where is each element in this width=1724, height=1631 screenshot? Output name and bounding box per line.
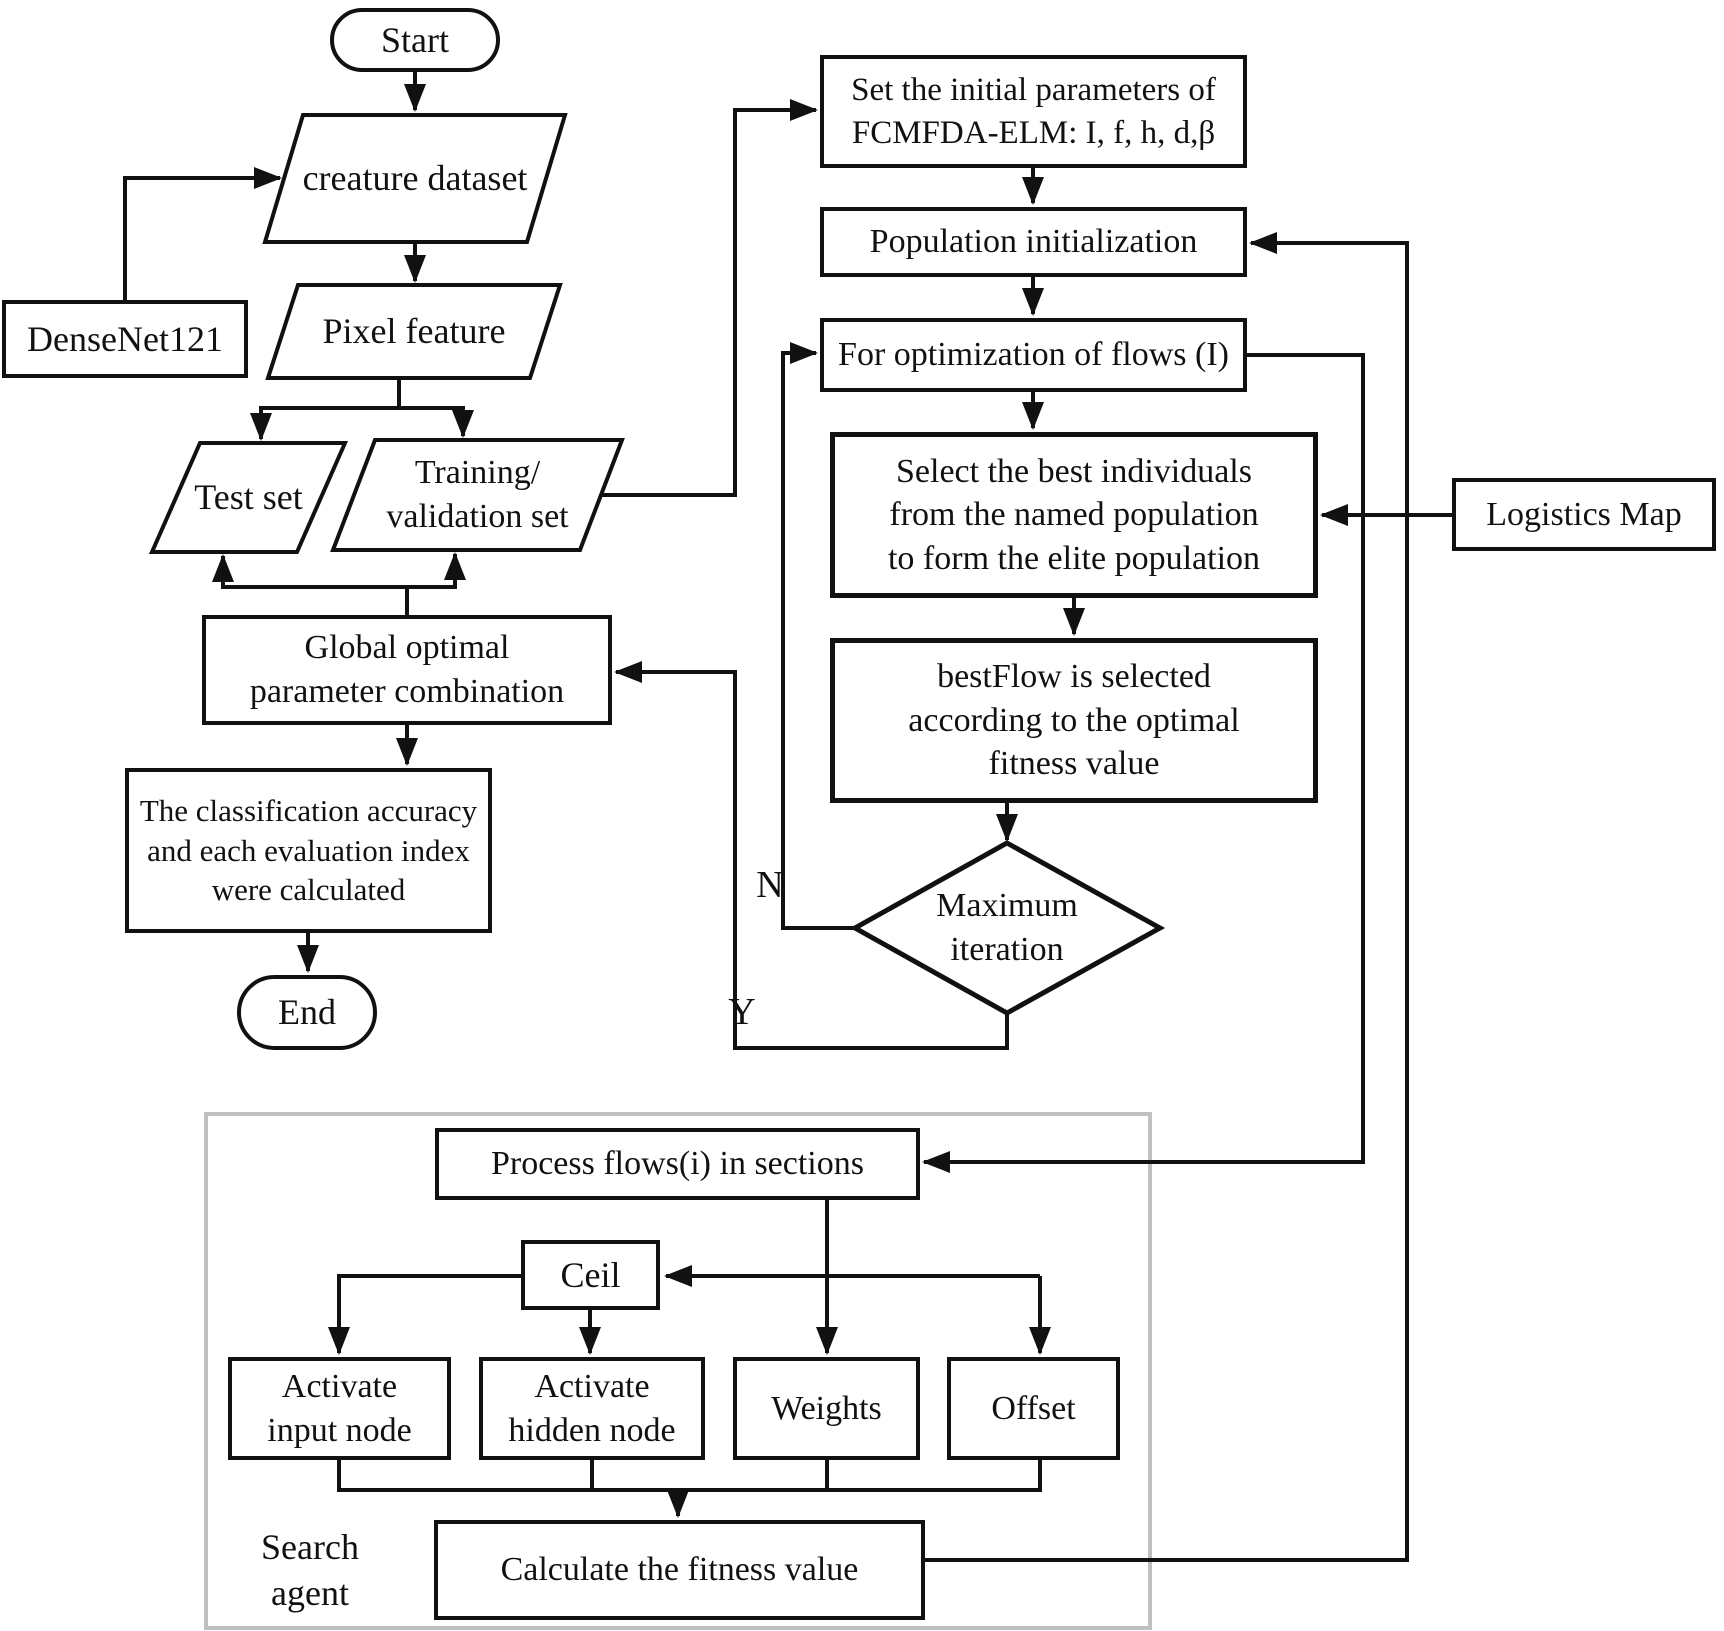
node-pixel-feature-label: Pixel feature — [322, 311, 506, 352]
label-search-agent: Search agent — [235, 1520, 385, 1620]
node-offset: Offset — [947, 1357, 1120, 1460]
node-classification-accuracy-label: The classification accuracy and each eva… — [139, 792, 478, 908]
edge-global-to-testset — [212, 554, 409, 615]
edge-pixel-to-testset — [250, 378, 401, 441]
node-for-optimization-of-flows: For optimization of flows (I) — [820, 318, 1247, 392]
node-select-best-individuals-label: Select the best individuals from the nam… — [887, 452, 1261, 577]
branch-label-yes-text: Y — [728, 991, 756, 1034]
edge-bottom-bus — [337, 1460, 1042, 1492]
branch-label-no-text: N — [756, 864, 784, 907]
node-set-initial-parameters: Set the initial parameters of FCMFDA-ELM… — [820, 55, 1247, 168]
node-weights: Weights — [733, 1357, 920, 1460]
node-process-flows-in-sections-label: Process flows(i) in sections — [490, 1145, 864, 1183]
node-logistics-map: Logistics Map — [1452, 478, 1716, 551]
node-weights-label: Weights — [771, 1389, 882, 1427]
edge-pixel-to-trainval — [399, 406, 474, 438]
node-start: Start — [330, 8, 500, 72]
node-offset-label: Offset — [991, 1389, 1076, 1427]
edge-fitness-to-population — [925, 232, 1409, 1562]
node-activate-input-node-label: Activate input node — [267, 1367, 412, 1449]
edge-global-to-trainval — [407, 552, 466, 589]
node-classification-accuracy: The classification accuracy and each eva… — [125, 768, 492, 933]
search-agent-group-box — [204, 1112, 1152, 1630]
node-set-initial-parameters-label: Set the initial parameters of FCMFDA-ELM… — [851, 72, 1216, 151]
creature-dataset-shape — [262, 113, 568, 244]
edge-diamond-yes-to-global — [614, 661, 1009, 1050]
node-densenet121-label: DenseNet121 — [27, 318, 223, 359]
node-bestflow-selected-label: bestFlow is selected according to the op… — [908, 658, 1240, 783]
node-training-validation-set-label: Training/ validation set — [386, 454, 569, 535]
node-for-optimization-of-flows-label: For optimization of flows (I) — [838, 336, 1229, 374]
node-population-initialization: Population initialization — [820, 207, 1247, 277]
node-creature-dataset-label: creature dataset — [302, 158, 528, 199]
edge-foropt-to-processflows — [922, 353, 1365, 1173]
edge-diamond-no-loop — [781, 342, 855, 930]
edge-ceil-to-activate-input — [328, 1274, 521, 1355]
node-training-validation-set: Training/ validation set — [333, 440, 622, 550]
node-creature-dataset: creature dataset — [265, 115, 565, 242]
node-calculate-fitness-value-label: Calculate the fitness value — [500, 1551, 859, 1589]
node-logistics-map-label: Logistics Map — [1486, 495, 1682, 533]
node-calculate-fitness-value: Calculate the fitness value — [434, 1520, 925, 1620]
node-global-optimal-label: Global optimal parameter combination — [249, 629, 565, 710]
node-maximum-iteration-label: Maximum iteration — [936, 887, 1078, 968]
node-ceil: Ceil — [521, 1240, 660, 1310]
edge-densenet-to-creature — [123, 167, 282, 300]
node-test-set: Test set — [152, 443, 345, 552]
node-activate-input-node: Activate input node — [228, 1357, 451, 1460]
test-set-shape — [148, 441, 349, 554]
label-search-agent-text: Search agent — [261, 1526, 359, 1613]
node-end: End — [237, 975, 377, 1050]
node-end-label: End — [278, 992, 336, 1033]
branch-label-no: N — [740, 858, 800, 913]
node-activate-hidden-node: Activate hidden node — [479, 1357, 705, 1460]
pixel-feature-shape — [265, 283, 563, 380]
node-densenet121: DenseNet121 — [2, 300, 248, 378]
branch-label-yes: Y — [712, 985, 772, 1040]
edge-trainval-to-setinitial — [601, 99, 818, 497]
node-global-optimal: Global optimal parameter combination — [202, 615, 612, 725]
node-bestflow-selected: bestFlow is selected according to the op… — [830, 638, 1318, 803]
node-test-set-label: Test set — [194, 477, 303, 518]
node-ceil-label: Ceil — [560, 1254, 621, 1295]
node-start-label: Start — [381, 19, 449, 60]
training-validation-shape — [330, 438, 625, 552]
node-process-flows-in-sections: Process flows(i) in sections — [435, 1128, 920, 1200]
node-select-best-individuals: Select the best individuals from the nam… — [830, 432, 1318, 598]
node-activate-hidden-node-label: Activate hidden node — [508, 1367, 676, 1449]
node-pixel-feature: Pixel feature — [268, 285, 560, 378]
node-population-initialization-label: Population initialization — [869, 223, 1198, 261]
node-maximum-iteration: Maximum iteration — [877, 862, 1137, 994]
